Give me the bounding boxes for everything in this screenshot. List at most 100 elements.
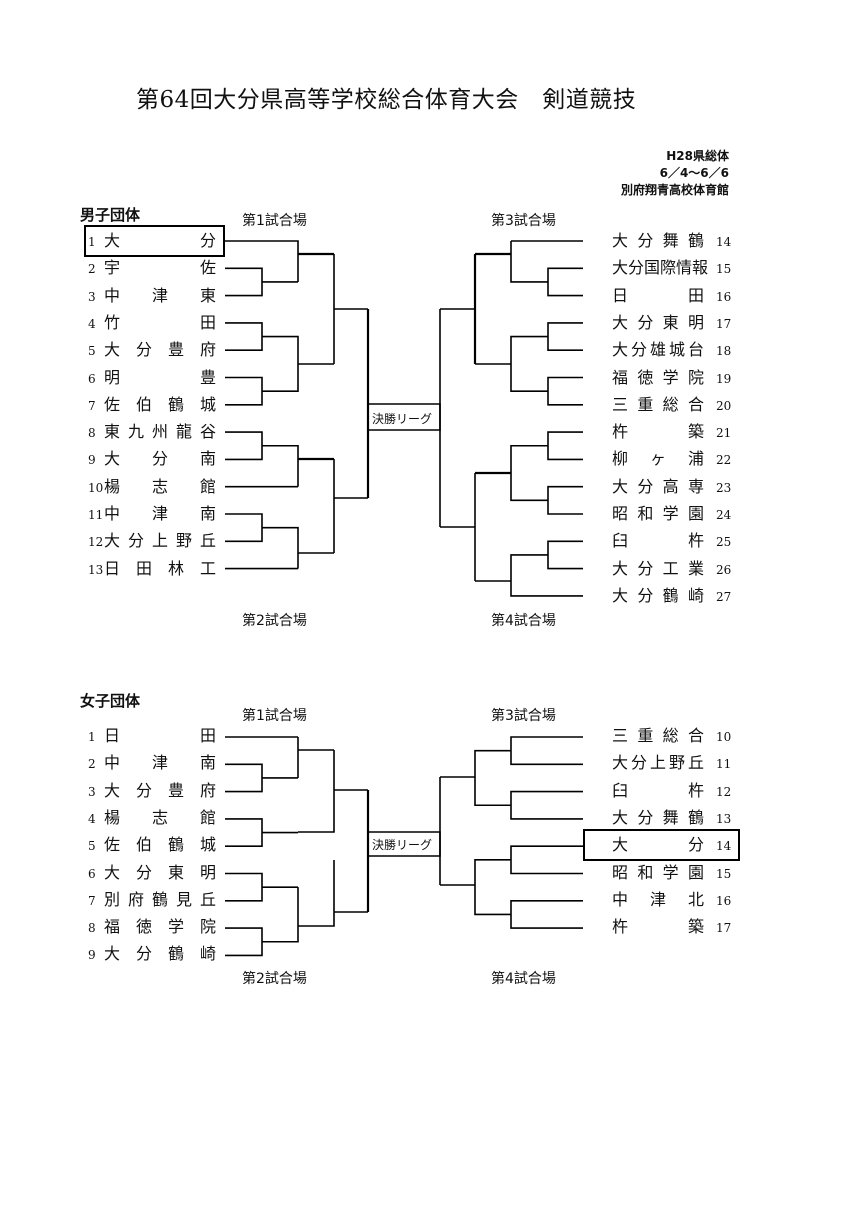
- bracket-line: [262, 335, 299, 392]
- bracket-line: [547, 267, 583, 297]
- team-name: 日 田: [104, 726, 216, 745]
- women-left-team-row: 5 佐伯鶴城: [88, 833, 216, 857]
- team-number: 15: [716, 866, 732, 881]
- bracket-line: [225, 927, 263, 957]
- team-name: 佐伯鶴城: [104, 835, 216, 855]
- team-number: 5: [88, 839, 96, 854]
- bracket-line: [510, 790, 583, 820]
- team-name: 昭和学園: [612, 862, 704, 882]
- team-number: 4: [88, 811, 96, 826]
- bracket-line: [262, 526, 299, 569]
- team-name: 柳ヶ浦: [612, 449, 704, 469]
- bracket-line: [225, 240, 299, 282]
- team-name: 中津南: [104, 504, 216, 523]
- women-venue-2: 第2試合場: [242, 971, 307, 987]
- team-name: 別府鶴見丘: [104, 889, 216, 909]
- bracket-line: [225, 763, 263, 793]
- team-number: 6: [88, 866, 96, 881]
- bracket-line: [225, 376, 263, 406]
- bracket-line: [474, 859, 511, 916]
- team-name: 大分国際情報: [612, 258, 709, 278]
- team-number: 16: [716, 893, 732, 908]
- team-number: 15: [716, 262, 732, 277]
- team-name: 大 分: [612, 835, 704, 855]
- team-name: 杵 築: [612, 917, 704, 937]
- men-left-team-row: 12大分上野丘: [88, 529, 216, 553]
- men-section-label: 男子団体: [80, 206, 141, 224]
- team-name: 大分上野丘: [104, 531, 216, 551]
- men-venue-3: 第3試合場: [491, 213, 556, 229]
- bracket-line: [510, 736, 583, 766]
- men-right-team-row: 大分東明 17: [612, 311, 731, 335]
- team-number: 23: [716, 480, 732, 495]
- men-left-team-row: 11中津南: [88, 502, 216, 526]
- team-name: 大分南: [104, 449, 216, 469]
- team-number: 19: [716, 371, 732, 386]
- team-number: 11: [716, 757, 732, 772]
- men-venue-4: 第4試合場: [491, 613, 556, 629]
- team-number: 14: [716, 235, 732, 249]
- meta-venue: 別府翔青高校体育館: [620, 183, 729, 197]
- team-name: 臼 杵: [612, 531, 704, 551]
- team-number: 27: [716, 589, 732, 604]
- team-name: 日田林工: [104, 558, 216, 578]
- team-name: 昭和学園: [612, 504, 704, 523]
- team-name: 大分東明: [612, 312, 704, 332]
- team-number: 10: [88, 480, 104, 495]
- bracket-line: [225, 322, 263, 352]
- team-name: 中津北: [612, 889, 704, 909]
- bracket-line: [298, 860, 335, 927]
- team-name: 大分上野丘: [612, 753, 704, 773]
- bracket-line: [510, 899, 583, 929]
- bracket-line: [262, 887, 299, 943]
- men-left-team-row: 13日田林工: [88, 557, 216, 581]
- men-final-league-label: 決勝リーグ: [372, 412, 433, 426]
- team-number: 4: [88, 316, 96, 331]
- team-number: 11: [88, 508, 104, 522]
- bracket-line: [298, 750, 335, 833]
- team-name: 三重総合: [612, 394, 704, 414]
- women-venue-4: 第4試合場: [491, 971, 556, 987]
- team-number: 10: [716, 730, 732, 744]
- women-section-label: 女子団体: [80, 692, 141, 710]
- team-name: 杵 築: [612, 422, 704, 442]
- team-number: 17: [716, 316, 732, 331]
- bracket-line: [474, 749, 511, 807]
- team-number: 8: [88, 921, 96, 936]
- team-number: 2: [88, 757, 96, 772]
- women-left-team-row: 8 福徳学院: [88, 915, 216, 939]
- team-name: 大分鶴崎: [612, 585, 704, 605]
- team-name: 福徳学院: [104, 917, 216, 937]
- team-number: 1: [88, 730, 96, 744]
- women-right-team-row: 中津北 16: [612, 888, 731, 912]
- team-number: 14: [716, 839, 732, 854]
- team-name: 中津南: [104, 753, 216, 773]
- team-name: 楊志館: [104, 476, 216, 496]
- women-left-team-row: 4 楊志館: [88, 806, 216, 830]
- team-number: 8: [88, 426, 96, 441]
- bracket-line: [547, 485, 583, 515]
- bracket-line: [510, 845, 583, 875]
- team-number: 12: [716, 784, 732, 799]
- team-number: 25: [716, 535, 732, 550]
- team-name: 楊志館: [104, 807, 216, 827]
- team-number: 1: [88, 235, 96, 249]
- team-name: 大分豊府: [104, 340, 216, 360]
- women-right-team-row: 大 分 14: [612, 833, 731, 857]
- bracket-line: [510, 444, 548, 502]
